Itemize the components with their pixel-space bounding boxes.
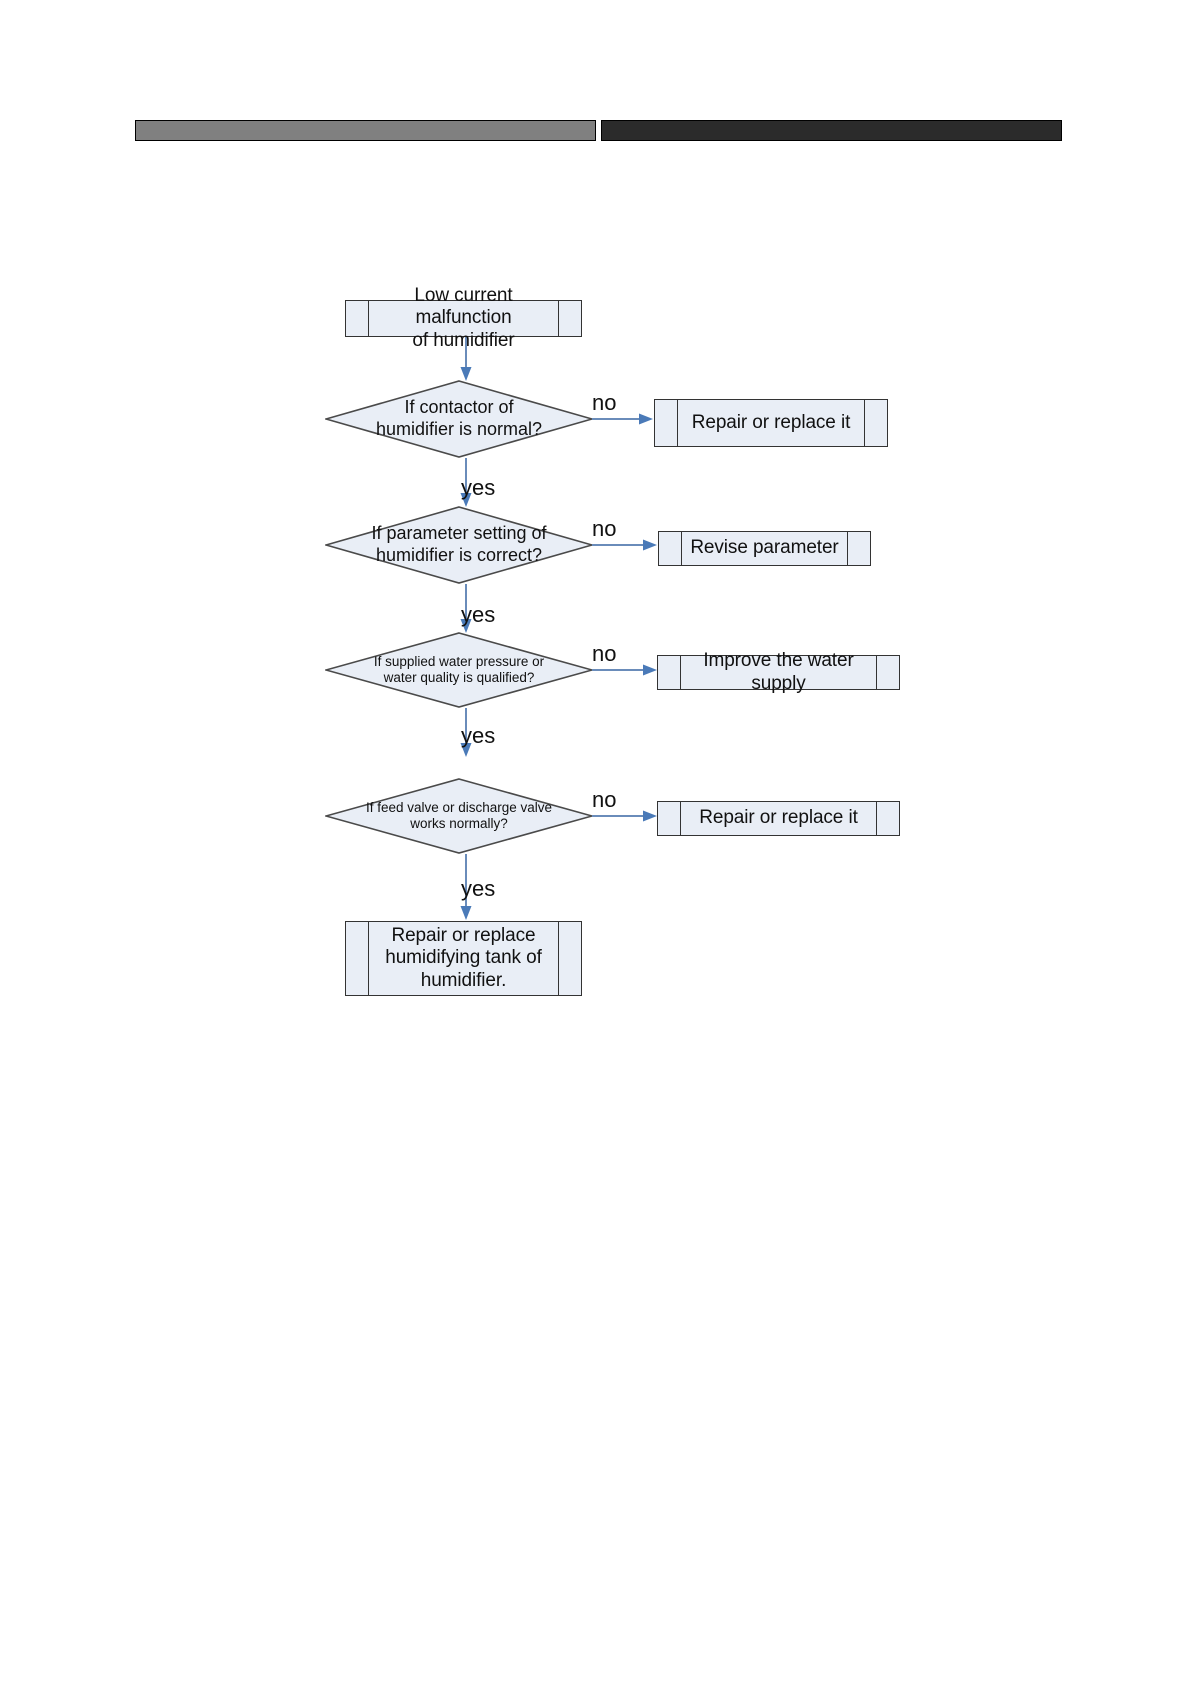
header-bar-right xyxy=(601,120,1062,141)
node-decision2[interactable]: If parameter setting of humidifier is co… xyxy=(325,506,593,584)
node-decision3-line2: water quality is qualified? xyxy=(383,670,535,685)
node-decision1-line1: If contactor of xyxy=(404,397,514,418)
node-end-box[interactable]: Repair or replace humidifying tank of hu… xyxy=(345,921,582,996)
node-start-label: Low current malfunction of humidifier xyxy=(346,285,581,352)
node-decision4-label: If feed valve or discharge valve works n… xyxy=(325,778,593,854)
node-decision4-line2: works normally? xyxy=(410,816,508,831)
node-action3-box[interactable]: Improve the water supply xyxy=(657,650,900,694)
edge-label-yes-3: yes xyxy=(461,723,496,748)
page-header xyxy=(0,0,1190,200)
node-decision1-line2: humidifier is normal? xyxy=(375,419,543,439)
node-decision4-line1: If feed valve or discharge valve xyxy=(365,799,553,815)
node-decision3[interactable]: If supplied water pressure or water qual… xyxy=(325,632,593,708)
node-decision2-line1: If parameter setting of xyxy=(371,523,547,544)
node-end-line3: humidifier. xyxy=(420,969,507,991)
connector-decision4-to-action4 xyxy=(592,809,658,823)
node-action2-box[interactable]: Revise parameter xyxy=(658,531,871,566)
node-decision1-label: If contactor of humidifier is normal? xyxy=(325,380,593,458)
node-action4-box[interactable]: Repair or replace it xyxy=(657,801,900,836)
edge-label-no-3: no xyxy=(592,641,617,666)
node-decision4[interactable]: If feed valve or discharge valve works n… xyxy=(325,778,593,854)
connector-decision3-to-action3 xyxy=(592,663,658,677)
connector-decision3-to-decision4 xyxy=(459,708,473,758)
node-decision2-label: If parameter setting of humidifier is co… xyxy=(325,506,593,584)
node-action4-label: Repair or replace it xyxy=(699,807,858,829)
node-action2-label: Revise parameter xyxy=(690,537,839,559)
connector-decision2-to-action2 xyxy=(592,538,658,552)
node-decision1[interactable]: If contactor of humidifier is normal? xyxy=(325,380,593,458)
node-action1-label: Repair or replace it xyxy=(691,411,851,433)
node-end-label: Repair or replace humidifying tank of hu… xyxy=(355,925,572,992)
connector-start-to-decision1 xyxy=(459,336,473,382)
node-decision2-line2: humidifier is correct? xyxy=(375,545,543,565)
node-end-line1: Repair or replace xyxy=(391,924,536,946)
node-start-box[interactable]: Low current malfunction of humidifier xyxy=(345,285,582,351)
connector-decision1-to-action1 xyxy=(592,412,654,426)
edge-label-yes-1: yes xyxy=(461,475,496,500)
node-end-line2: humidifying tank of xyxy=(385,947,542,969)
edge-label-yes-2: yes xyxy=(461,602,496,627)
connector-decision1-to-decision2 xyxy=(459,458,473,508)
connector-decision4-to-end xyxy=(459,854,473,921)
edge-label-no-2: no xyxy=(592,516,617,541)
edge-label-no-1: no xyxy=(592,390,617,415)
node-decision3-label: If supplied water pressure or water qual… xyxy=(325,632,593,708)
edge-label-yes-4: yes xyxy=(461,876,496,901)
node-start-line1: Low current malfunction xyxy=(414,284,513,329)
node-start-line2: of humidifier xyxy=(412,329,515,351)
node-action1-box[interactable]: Repair or replace it xyxy=(654,399,888,447)
node-action3-label: Improve the water supply xyxy=(703,650,854,694)
header-bar-left xyxy=(135,120,596,141)
node-decision3-line1: If supplied water pressure or xyxy=(373,653,545,669)
edge-label-no-4: no xyxy=(592,787,617,812)
connector-decision2-to-decision3 xyxy=(459,584,473,634)
